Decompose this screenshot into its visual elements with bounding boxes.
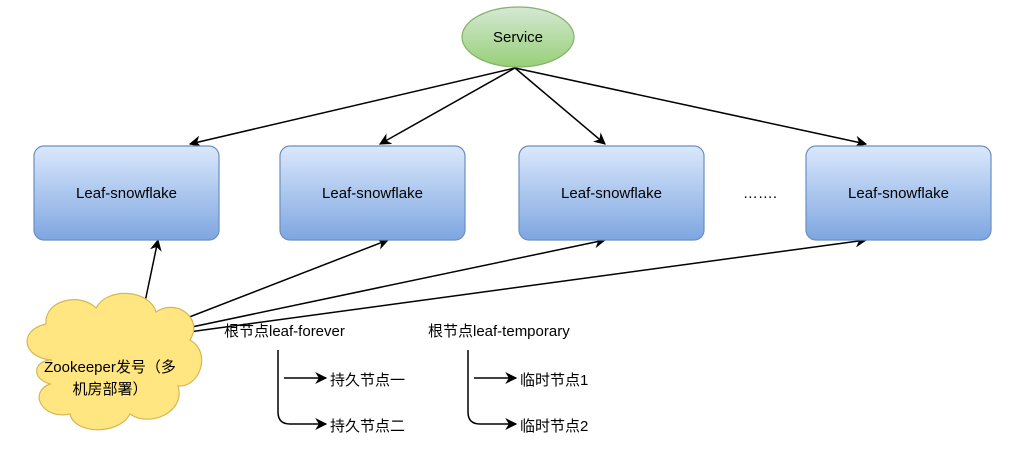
- edge-service-leaf-4: [514, 67, 868, 148]
- temporary-branch: [467, 350, 481, 425]
- edge-service-leaf-1: [188, 67, 516, 148]
- zookeeper-label-line1: Zookeeper发号（多: [44, 359, 176, 376]
- leaf-node-4: Leaf-snowflake: [805, 145, 992, 241]
- temporary-tree: 根节点leaf-temporary 临时节点1 临时节点2: [428, 323, 588, 435]
- leaf-node-2: Leaf-snowflake: [279, 145, 466, 241]
- leaf-node-label: Leaf-snowflake: [848, 185, 949, 202]
- temporary-child-1: 临时节点1: [520, 372, 588, 389]
- temporary-child-2: 临时节点2: [520, 418, 588, 435]
- leaf-node-3: Leaf-snowflake: [518, 145, 705, 241]
- ellipsis-label: …….: [743, 185, 777, 202]
- edge-zk-leaf-4: [128, 235, 868, 345]
- service-to-leaf-edges: [188, 67, 868, 148]
- cloud-shape: [26, 292, 203, 431]
- leaf-node-label: Leaf-snowflake: [561, 185, 662, 202]
- service-label: Service: [493, 29, 543, 46]
- leaf-node-1: Leaf-snowflake: [33, 145, 220, 241]
- zookeeper-cloud: Zookeeper发号（多 机房部署）: [26, 292, 203, 431]
- forever-branch: [277, 350, 291, 425]
- leaf-node-label: Leaf-snowflake: [322, 185, 423, 202]
- service-node: Service: [461, 6, 575, 68]
- zookeeper-label-line2: 机房部署）: [72, 381, 147, 398]
- forever-tree: 根节点leaf-forever 持久节点一 持久节点二: [224, 323, 405, 435]
- edge-service-leaf-3: [514, 67, 606, 145]
- leaf-node-label: Leaf-snowflake: [76, 185, 177, 202]
- forever-root-label: 根节点leaf-forever: [224, 323, 345, 340]
- edge-service-leaf-2: [378, 67, 516, 145]
- temporary-root-label: 根节点leaf-temporary: [428, 323, 570, 340]
- forever-child-2: 持久节点二: [330, 418, 405, 435]
- forever-child-1: 持久节点一: [330, 372, 405, 389]
